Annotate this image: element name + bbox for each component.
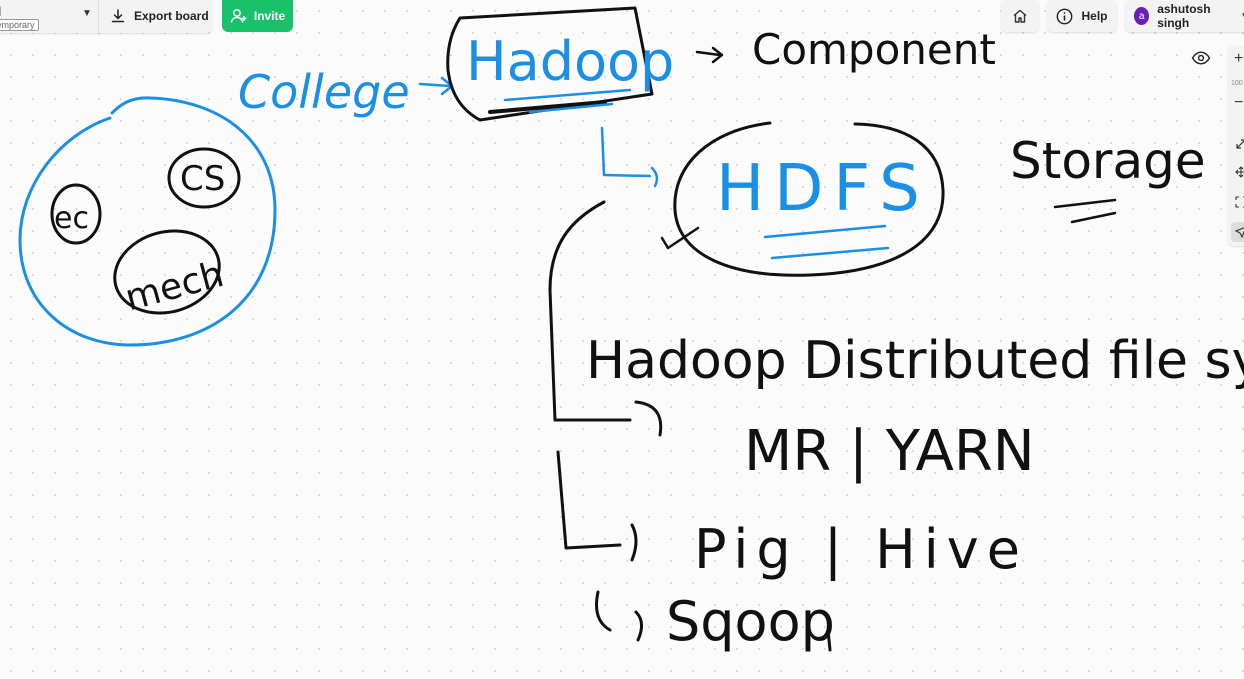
- hadoop-label: Hadoop: [466, 30, 674, 93]
- download-icon: [111, 9, 125, 23]
- board-menu-chevron-down-icon[interactable]: ▼: [82, 8, 92, 19]
- divider: [98, 0, 99, 33]
- zoom-out-minus-icon[interactable]: −: [1234, 94, 1244, 111]
- hadoop-underline: [488, 100, 607, 114]
- export-board-label: Export board: [134, 9, 209, 23]
- college-to-hadoop-arrow: [418, 76, 454, 96]
- visibility-eye-icon[interactable]: [1189, 48, 1213, 68]
- board-name[interactable]: d: [0, 4, 1, 19]
- user-menu-chevron-down-icon: ▼: [1240, 11, 1244, 22]
- sqoop-connector: [595, 590, 643, 642]
- pig-hive-label: Pig | Hive: [694, 518, 1028, 581]
- select-frame-icon[interactable]: [1231, 192, 1244, 212]
- storage-underline: [1053, 198, 1117, 224]
- hadoop-underline-blue: [503, 88, 632, 114]
- move-arrows-icon[interactable]: [1231, 162, 1244, 182]
- board-temporary-tag: temporary: [0, 19, 39, 31]
- export-board-button[interactable]: Export board: [110, 5, 209, 27]
- hadoop-to-hdfs-connector: [600, 126, 659, 188]
- info-icon: [1057, 8, 1073, 24]
- mech-label: mech: [121, 254, 228, 319]
- ec-label: ec: [54, 201, 89, 236]
- ec-circle: [50, 183, 102, 245]
- hdfs-ellipse: [673, 121, 945, 277]
- home-button[interactable]: [1001, 0, 1039, 32]
- components-bracket: [548, 200, 663, 437]
- zoom-in-plus-icon[interactable]: +: [1234, 50, 1244, 67]
- check-mark: [660, 226, 700, 250]
- user-menu-button[interactable]: a ashutosh singh ▼: [1125, 0, 1244, 32]
- sqoop-separator: [826, 628, 832, 652]
- invite-label: Invite: [253, 9, 286, 23]
- sqoop-label: Sqoop: [666, 590, 835, 653]
- zoom-panel: + 100 −: [1228, 46, 1244, 246]
- mech-circle: [113, 229, 221, 315]
- cs-circle: [167, 147, 241, 209]
- zoom-level: 100: [1231, 80, 1243, 87]
- hadoop-box: [446, 6, 654, 122]
- pointer-cursor-icon[interactable]: [1231, 222, 1244, 242]
- mr-yarn-label: MR | YARN: [744, 419, 1035, 484]
- board-title-bar: d temporary ▼ Export board: [0, 0, 212, 33]
- hdfs-underline: [763, 224, 890, 260]
- college-label: College: [238, 65, 410, 119]
- component-label: Component: [752, 25, 996, 74]
- user-name: ashutosh singh: [1157, 2, 1211, 30]
- hdfs-full-label: Hadoop Distributed file system: [586, 331, 1244, 391]
- add-user-icon: [230, 9, 247, 23]
- invite-button[interactable]: Invite: [222, 0, 293, 32]
- home-icon: [1013, 9, 1027, 23]
- component-arrow: [695, 46, 724, 64]
- storage-label: Storage: [1010, 132, 1206, 190]
- cs-label: CS: [180, 159, 225, 199]
- pig-hive-connector: [556, 450, 638, 562]
- college-circle: [18, 96, 277, 347]
- help-label: Help: [1081, 9, 1108, 23]
- help-button[interactable]: Help: [1047, 0, 1117, 32]
- hdfs-label: HDFS: [716, 152, 930, 226]
- avatar: a: [1134, 7, 1150, 25]
